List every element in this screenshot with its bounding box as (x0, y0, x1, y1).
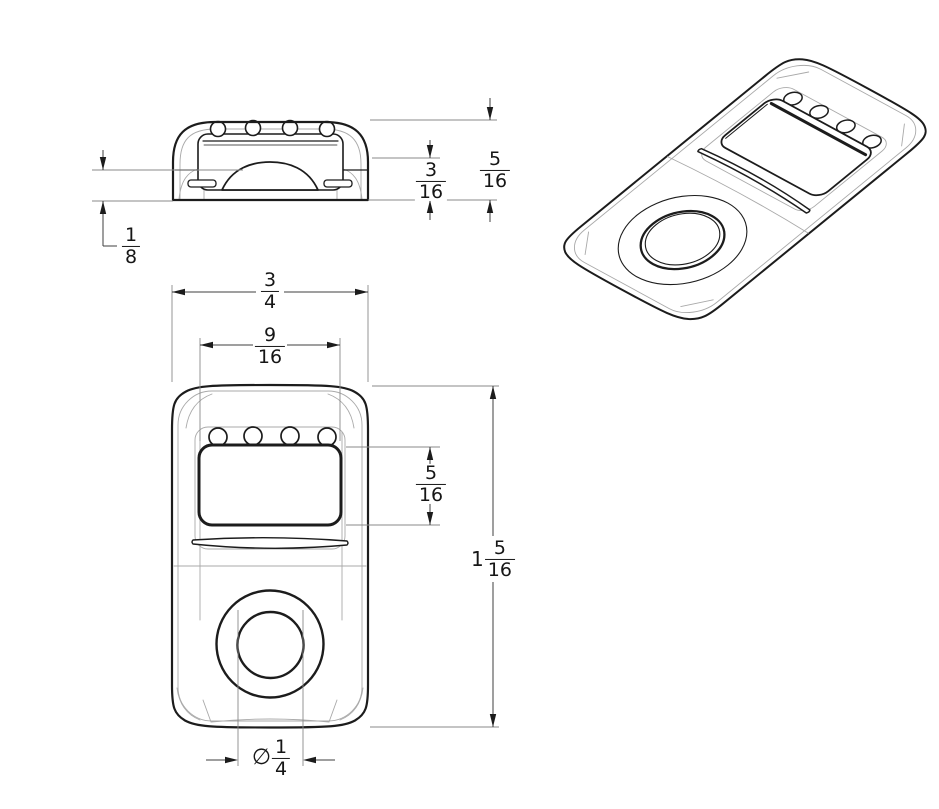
diameter-symbol: ∅ (251, 744, 272, 770)
dimension-top-recess-depth: 3 16 (414, 161, 448, 201)
dimension-dial-diameter: ∅ 1 4 (250, 738, 292, 778)
top-view-left-tab (187, 179, 217, 188)
top-profile-view (171, 119, 370, 202)
fraction: 5 16 (479, 150, 511, 190)
iso-body-outline (551, 50, 939, 328)
dimension-screen-height: 5 16 (414, 464, 448, 504)
top-view-right-tab (323, 179, 353, 188)
dimension-front-width: 3 4 (259, 271, 281, 311)
dimension-top-base-height: 1 8 (120, 226, 142, 266)
fraction: 1 4 (272, 738, 291, 778)
fraction: 3 16 (415, 161, 447, 201)
iso-screen (716, 96, 876, 199)
iso-buttons (780, 89, 886, 150)
front-view (170, 383, 370, 729)
top-view-buttons (209, 119, 336, 138)
iso-seams (557, 54, 934, 324)
whole-number: 1 (471, 546, 484, 571)
front-view-screen (197, 443, 343, 527)
top-view-dial-bump (221, 161, 319, 191)
fraction: 5 16 (415, 464, 447, 504)
fraction: 9 16 (254, 326, 286, 366)
isometric-view (551, 50, 939, 328)
front-view-outline (170, 383, 370, 729)
fraction: 1 8 (121, 226, 141, 266)
front-view-seams (173, 390, 367, 723)
dimension-top-height: 5 16 (478, 150, 512, 190)
iso-dial (592, 178, 774, 302)
iso-slot (695, 147, 814, 214)
fraction: 3 4 (260, 271, 280, 311)
fraction: 5 16 (484, 539, 515, 579)
top-view-outline (171, 120, 370, 202)
front-view-dial (215, 589, 325, 699)
dimension-arrowheads (99, 107, 497, 764)
dimension-front-height: 1 5 16 (470, 539, 516, 579)
front-view-slot (191, 537, 349, 549)
front-view-buttons (208, 426, 337, 447)
dimension-screen-width: 9 16 (253, 326, 287, 366)
